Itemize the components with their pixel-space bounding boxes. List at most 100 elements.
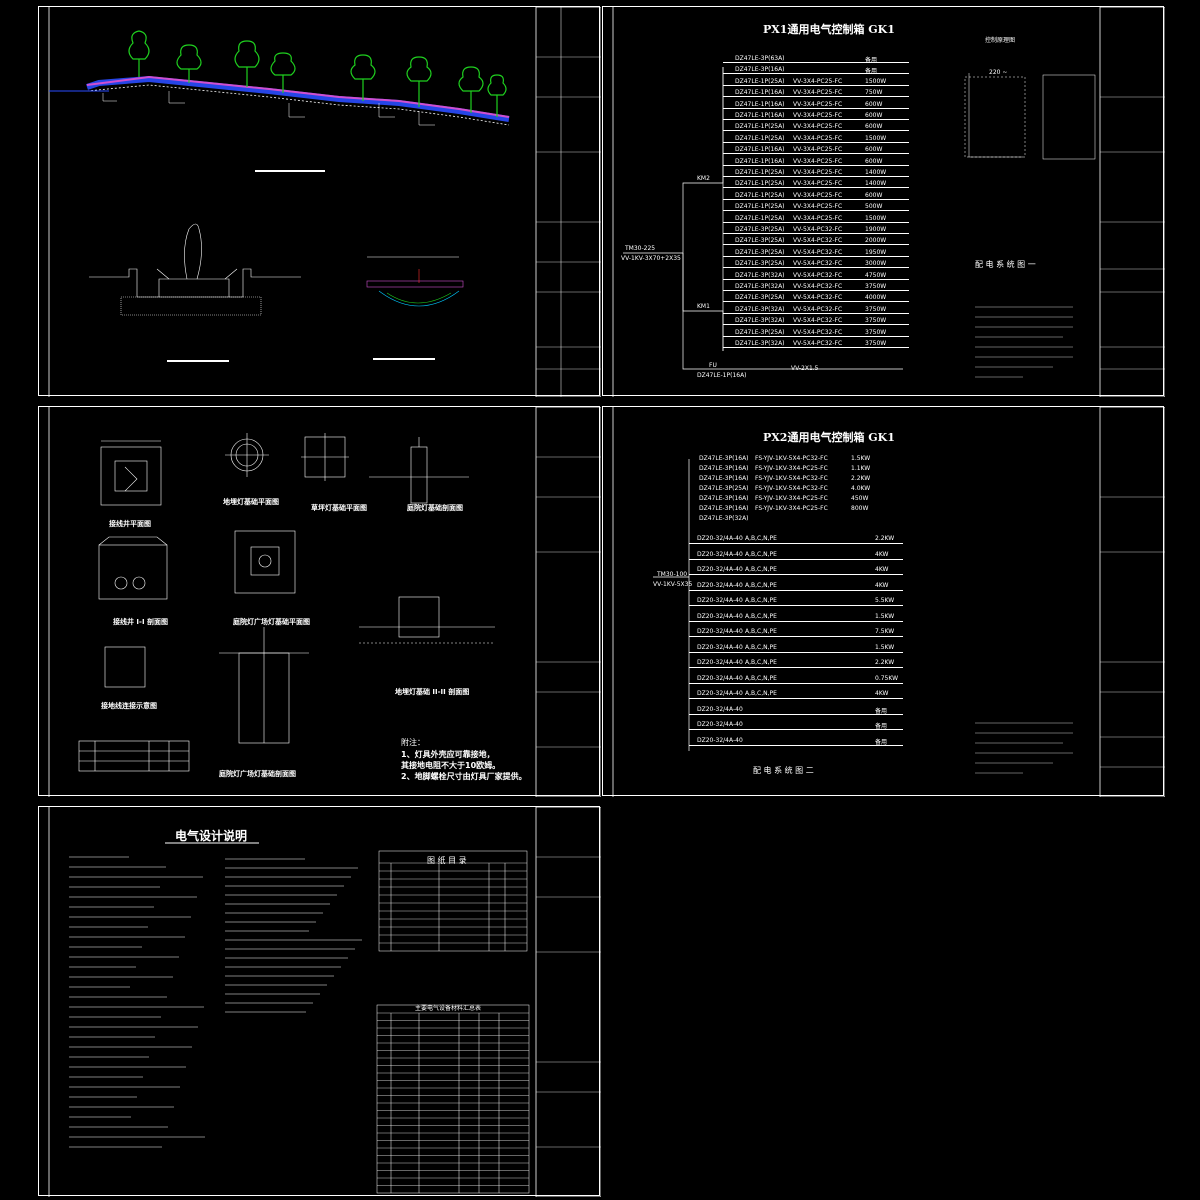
px1-breaker: DZ47LE-3P(32A): [735, 305, 785, 313]
px1-breaker: DZ47LE-1P(16A): [735, 112, 785, 119]
px1-feeder-line: [723, 198, 909, 200]
foundation-label: 地埋灯基础平面图: [223, 498, 279, 506]
px1-feeder-line: [723, 301, 909, 303]
sheet-px2-distribution: PX2通用电气控制箱 GK1 配 电 系 统 图 二 TM30-100 VV-1…: [602, 406, 1165, 797]
px2-cable: FS-YJV-1KV-3X4-PC25-FC: [755, 505, 828, 512]
px1-load: 4750W: [865, 271, 887, 279]
px2-phase: A,B,C,N,PE: [745, 581, 777, 589]
px2-feeder-line: [689, 589, 903, 591]
foundation-label: 接地线连接示意图: [101, 702, 157, 710]
px2-breaker: DZ47LE-3P(16A): [699, 475, 749, 482]
px1-last-tag: FU: [709, 362, 717, 369]
px1-breaker: DZ47LE-3P(32A): [735, 271, 785, 279]
px1-last-breaker: DZ47LE-1P(16A): [697, 372, 747, 379]
sheet3-drawing: [48, 407, 601, 797]
px2-cable: FS-YJV-1KV-3X4-PC25-FC: [755, 465, 828, 472]
px1-load: 500W: [865, 203, 883, 211]
px1-load: 2000W: [865, 237, 887, 245]
px1-feeder-line: [723, 62, 909, 63]
px1-feeder-line: [723, 347, 909, 348]
px2-cable: FS-YJV-1KV-5X4-PC32-FC: [755, 455, 828, 462]
px2-breaker: DZ47LE-3P(32A): [699, 515, 749, 522]
px1-breaker: DZ47LE-1P(25A): [735, 169, 785, 176]
foundation-label: 庭院灯基础剖面图: [407, 504, 463, 512]
sheet4-drawing: [612, 407, 1165, 797]
px2-feeder-line: [689, 574, 903, 575]
px1-feeder-line: [723, 233, 909, 234]
px1-breaker: DZ47LE-3P(25A): [735, 248, 785, 256]
px1-contactor-km1: KM1: [697, 303, 710, 310]
px2-phase: A,B,C,N,PE: [745, 628, 777, 635]
px1-load: 1400W: [865, 180, 887, 188]
px1-inlet-cable: VV-1KV-3X70+2X35: [621, 255, 681, 262]
px1-cable: VV-5X4-PC32-FC: [793, 271, 843, 279]
px1-cable: VV-3X4-PC25-FC: [793, 146, 843, 154]
px1-feeder-line: [723, 255, 909, 257]
sheet-design-notes: 电气设计说明 图 纸 目 录 主要电气设备材料汇总表: [38, 806, 601, 1197]
foundation-notes-title: 附注：: [401, 738, 425, 747]
px1-feeder-line: [723, 221, 909, 223]
px1-breaker: DZ47LE-3P(25A): [735, 237, 785, 245]
px2-load: 备用: [875, 723, 888, 730]
px1-cable: VV-5X4-PC32-FC: [793, 248, 843, 256]
foundation-label: 庭院灯广场灯基础剖面图: [219, 770, 296, 778]
px2-breaker: DZ20-32/4A-40: [697, 705, 743, 713]
sheet-foundation-details: 接线井平面图地埋灯基础平面图草坪灯基础平面图庭院灯基础剖面图接线井 I-I 剖面…: [38, 406, 601, 797]
px1-supply-label: 220 ~: [989, 69, 1008, 76]
px1-cable: VV-3X4-PC25-FC: [793, 191, 843, 199]
px2-cable: FS-YJV-1KV-3X4-PC25-FC: [755, 495, 828, 502]
px1-load: 1950W: [865, 248, 887, 256]
px2-load: 2.2KW: [851, 475, 871, 482]
px2-phase: A,B,C,N,PE: [745, 659, 777, 666]
px1-breaker: DZ47LE-3P(16A): [735, 66, 785, 74]
sheet1-drawing: [48, 7, 601, 397]
px1-cable: VV-5X4-PC32-FC: [793, 226, 843, 233]
px1-cable: VV-5X4-PC32-FC: [793, 283, 843, 290]
px1-load: 600W: [865, 100, 883, 108]
px1-feeder-line: [723, 290, 909, 291]
px2-load: 4.0KW: [851, 485, 871, 492]
px1-cable: VV-3X4-PC25-FC: [793, 169, 843, 176]
foundation-note: 1、灯具外壳应可靠接地，: [401, 750, 495, 759]
px2-phase: A,B,C,N,PE: [745, 566, 777, 573]
px1-cable: VV-3X4-PC25-FC: [793, 123, 843, 131]
px1-breaker: DZ47LE-1P(16A): [735, 146, 785, 154]
px2-inlet-cable: VV-1KV-5X35: [653, 581, 693, 588]
px1-breaker: DZ47LE-1P(16A): [735, 100, 785, 108]
px2-load: 800W: [851, 505, 869, 512]
px1-cable: VV-5X4-PC32-FC: [793, 328, 843, 336]
px2-phase: A,B,C,N,PE: [745, 674, 777, 682]
sheet-landscape-section: [38, 6, 601, 397]
px1-load: 备用: [865, 68, 878, 76]
px2-feeder-line: [689, 543, 903, 544]
px1-feeder-line: [723, 335, 909, 337]
px2-load: 4KW: [875, 581, 889, 589]
px2-breaker: DZ20-32/4A-40: [697, 736, 743, 744]
px2-load: 1.1KW: [851, 465, 871, 472]
px2-breaker: DZ47LE-3P(16A): [699, 465, 749, 472]
px1-feeder-line: [723, 130, 909, 132]
px1-feeder-line: [723, 141, 909, 143]
materials-table-title: 主要电气设备材料汇总表: [415, 1005, 482, 1012]
px1-breaker: DZ47LE-3P(32A): [735, 317, 785, 325]
px1-load: 3750W: [865, 305, 887, 313]
px2-feeder-line: [689, 651, 903, 653]
px1-breaker: DZ47LE-1P(25A): [735, 180, 785, 188]
px2-phase: A,B,C,N,PE: [745, 597, 777, 604]
px2-feeder-line: [689, 667, 903, 668]
px1-diagram-caption: 配 电 系 统 图 一: [975, 260, 1036, 269]
px1-breaker: DZ47LE-3P(32A): [735, 340, 785, 347]
px2-breaker: DZ47LE-3P(16A): [699, 495, 749, 502]
px2-breaker: DZ20-32/4A-40: [697, 721, 743, 728]
px2-breaker: DZ47LE-3P(25A): [699, 485, 749, 492]
px2-feeder-line: [689, 713, 903, 715]
px1-load: 600W: [865, 191, 883, 199]
px2-load: 1.5KW: [875, 612, 895, 620]
px2-phase: A,B,C,N,PE: [745, 690, 777, 697]
px1-breaker: DZ47LE-1P(25A): [735, 123, 785, 131]
px2-inlet-switch: TM30-100: [657, 571, 688, 578]
px1-load: 750W: [865, 89, 883, 97]
px2-load: 2.2KW: [875, 659, 895, 666]
px2-breaker: DZ20-32/4A-40: [697, 659, 743, 666]
px2-load: 1.5KW: [875, 643, 895, 651]
